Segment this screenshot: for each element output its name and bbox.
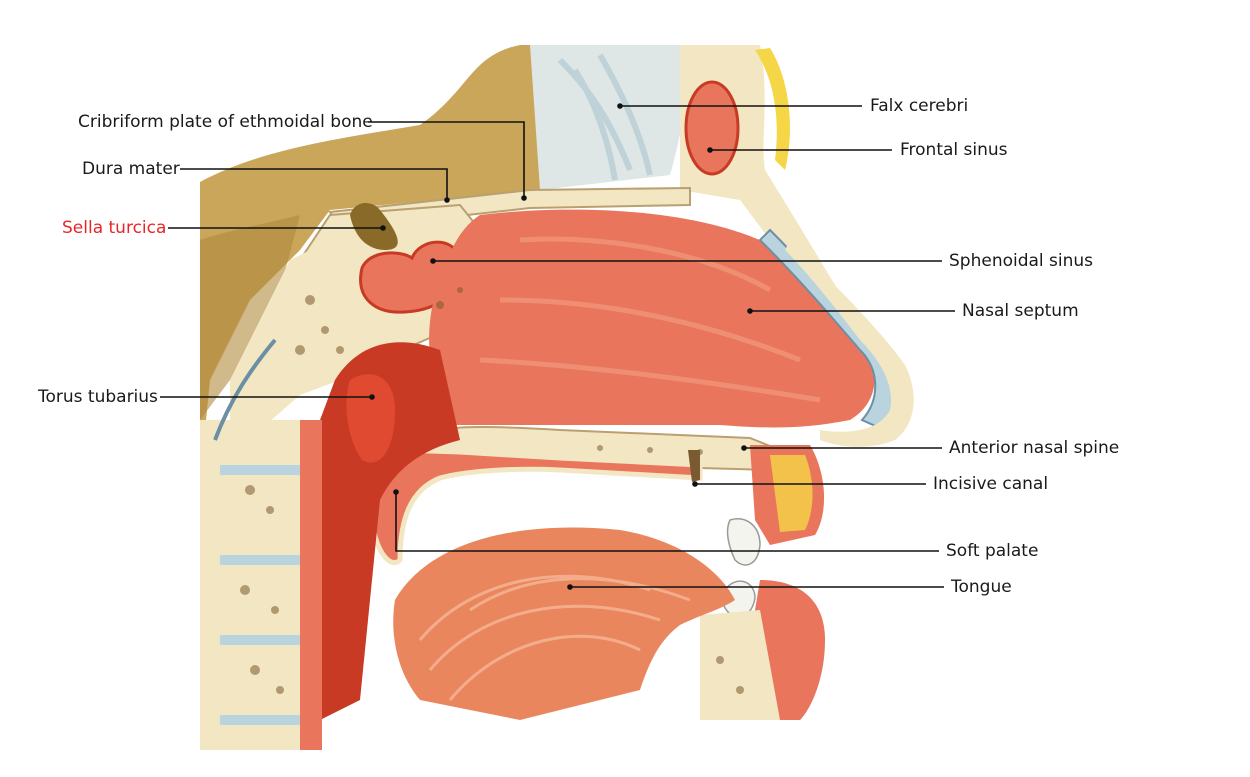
label-tongue: Tongue — [951, 577, 1012, 597]
leader-incisive-canal-dot — [692, 481, 698, 487]
forehead-fat-layer — [755, 48, 790, 170]
upper-lip-fat — [770, 455, 813, 532]
frontal-sinus-cavity — [684, 80, 740, 176]
falx-cerebri-shape — [530, 45, 690, 190]
label-cribriform-plate: Cribriform plate of ethmoidal bone — [78, 112, 373, 132]
tongue-fibers — [418, 574, 691, 701]
label-sella-turcica: Sella turcica — [62, 218, 167, 238]
leader-anterior-nasal-spine-dot — [741, 445, 747, 451]
nasal-septum-highlights — [479, 236, 821, 403]
leader-lines — [160, 103, 955, 590]
incisive-canal-channel — [688, 450, 700, 482]
leader-falx-cerebri-dot — [617, 103, 623, 109]
leader-dura-mater — [180, 168, 448, 200]
prevertebral-layer — [300, 420, 322, 750]
leader-sella-turcica-dot — [380, 225, 386, 231]
intervertebral-discs — [220, 465, 305, 725]
label-torus-tubarius: Torus tubarius — [38, 387, 158, 407]
mandible-bone — [700, 610, 780, 720]
bone-pore-texture — [240, 287, 744, 694]
leader-sphenoidal-sinus-dot — [430, 258, 436, 264]
leader-dura-mater-dot — [444, 197, 450, 203]
falx-cerebri-streaks — [557, 53, 653, 181]
nasal-septum-region — [429, 209, 875, 428]
leader-tongue-dot — [567, 584, 573, 590]
label-incisive-canal: Incisive canal — [933, 474, 1049, 494]
label-falx-cerebri: Falx cerebri — [870, 96, 969, 116]
leader-soft-palate-dot — [393, 489, 399, 495]
cranial-fossa-region — [200, 45, 540, 480]
leader-soft-palate — [395, 492, 939, 552]
cervical-spine — [200, 420, 300, 750]
sella-turcica-pocket — [350, 203, 398, 250]
label-anterior-nasal-spine: Anterior nasal spine — [949, 438, 1120, 458]
upper-incisor — [726, 518, 761, 566]
leader-frontal-sinus-dot — [707, 147, 713, 153]
cranial-fossa-shadow — [200, 215, 300, 420]
label-dura-mater: Dura mater — [82, 159, 180, 179]
label-soft-palate: Soft palate — [946, 541, 1039, 561]
tongue-shape — [393, 527, 735, 720]
label-frontal-sinus: Frontal sinus — [900, 140, 1008, 160]
spinal-dura-line — [213, 338, 277, 441]
leader-nasal-septum-dot — [747, 308, 753, 314]
label-sphenoidal-sinus: Sphenoidal sinus — [949, 251, 1094, 271]
leader-cribriform — [368, 121, 525, 198]
label-nasal-septum: Nasal septum — [962, 301, 1079, 321]
leader-torus-tubarius-dot — [369, 394, 375, 400]
leader-cribriform-dot — [521, 195, 527, 201]
